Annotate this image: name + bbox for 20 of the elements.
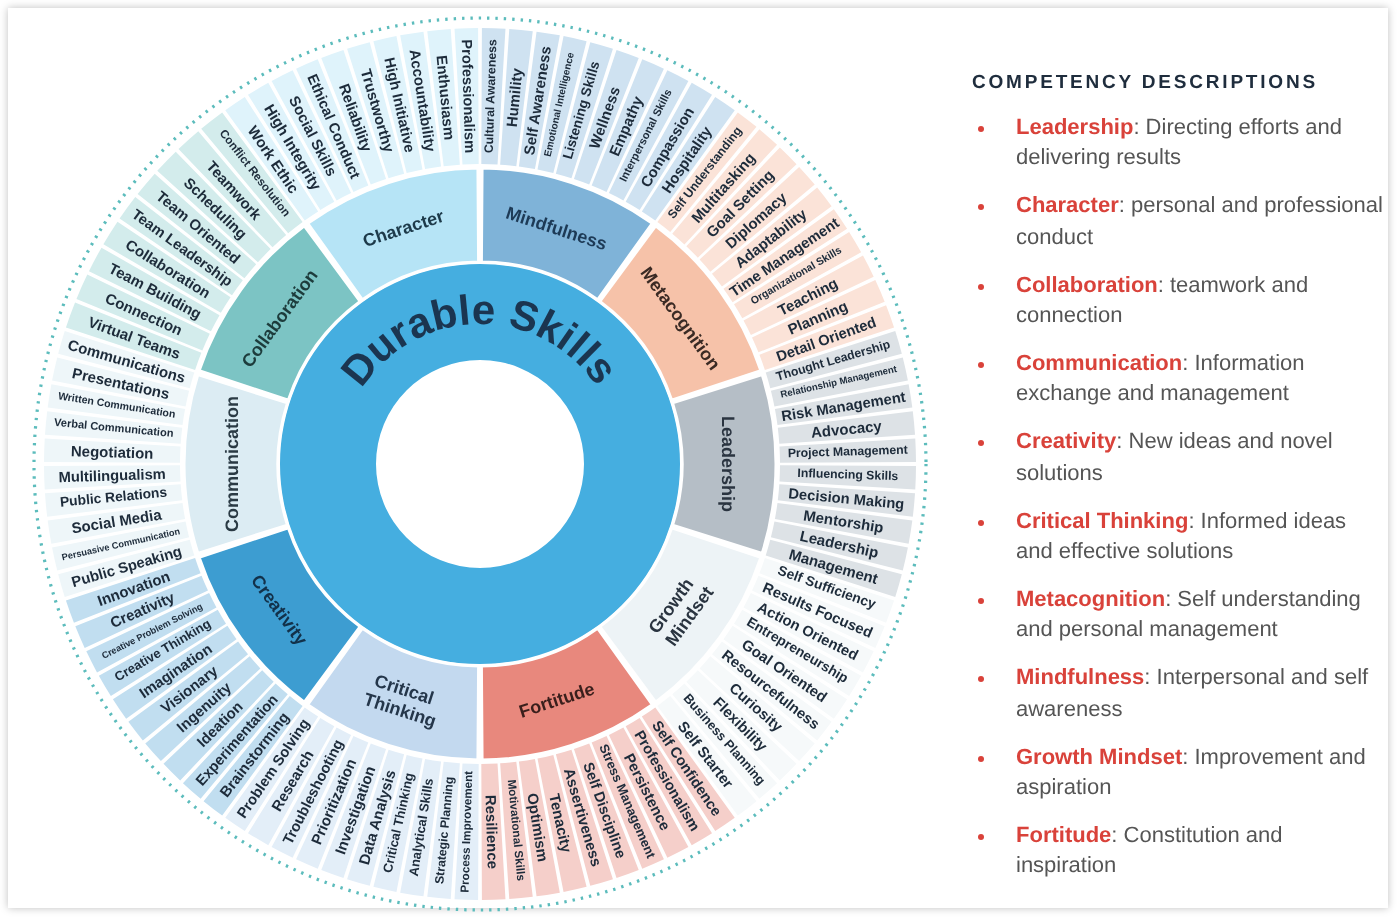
competency-label: Leadership xyxy=(717,416,738,512)
competency-segment xyxy=(183,373,289,555)
skill-segment xyxy=(454,28,480,165)
skill-segment xyxy=(779,438,916,463)
description-text: Character: personal and professional conduct xyxy=(1016,192,1384,254)
description-text: Critical Thinking: Informed ideas and effective solutions xyxy=(1016,507,1349,568)
description-text: Mindfulness: Interpersonal and self awareness xyxy=(1016,664,1371,726)
skill-segment xyxy=(481,763,506,900)
description-text: Communication: Information exchange and management xyxy=(1016,350,1307,411)
panel-heading: COMPETENCY DESCRIPTIONS xyxy=(972,72,1320,94)
description-text: Growth Mindset: Improvement and aspiration xyxy=(1016,743,1368,804)
description-text: Fortitude: Constitution and inspiration xyxy=(1016,822,1285,883)
description-text: Leadership: Directing efforts and delivering results xyxy=(1016,114,1345,175)
competency-segment xyxy=(671,373,777,555)
skill-segment xyxy=(481,28,506,165)
competency-label: Communication xyxy=(222,396,243,532)
description-text: Collaboration: teamwork and connection xyxy=(1016,271,1311,332)
description-text: Metacognition: Self understanding and personal management xyxy=(1016,586,1363,647)
skill-segment xyxy=(779,465,916,490)
description-text: Creativity: New ideas and novel solutions xyxy=(1016,428,1335,490)
